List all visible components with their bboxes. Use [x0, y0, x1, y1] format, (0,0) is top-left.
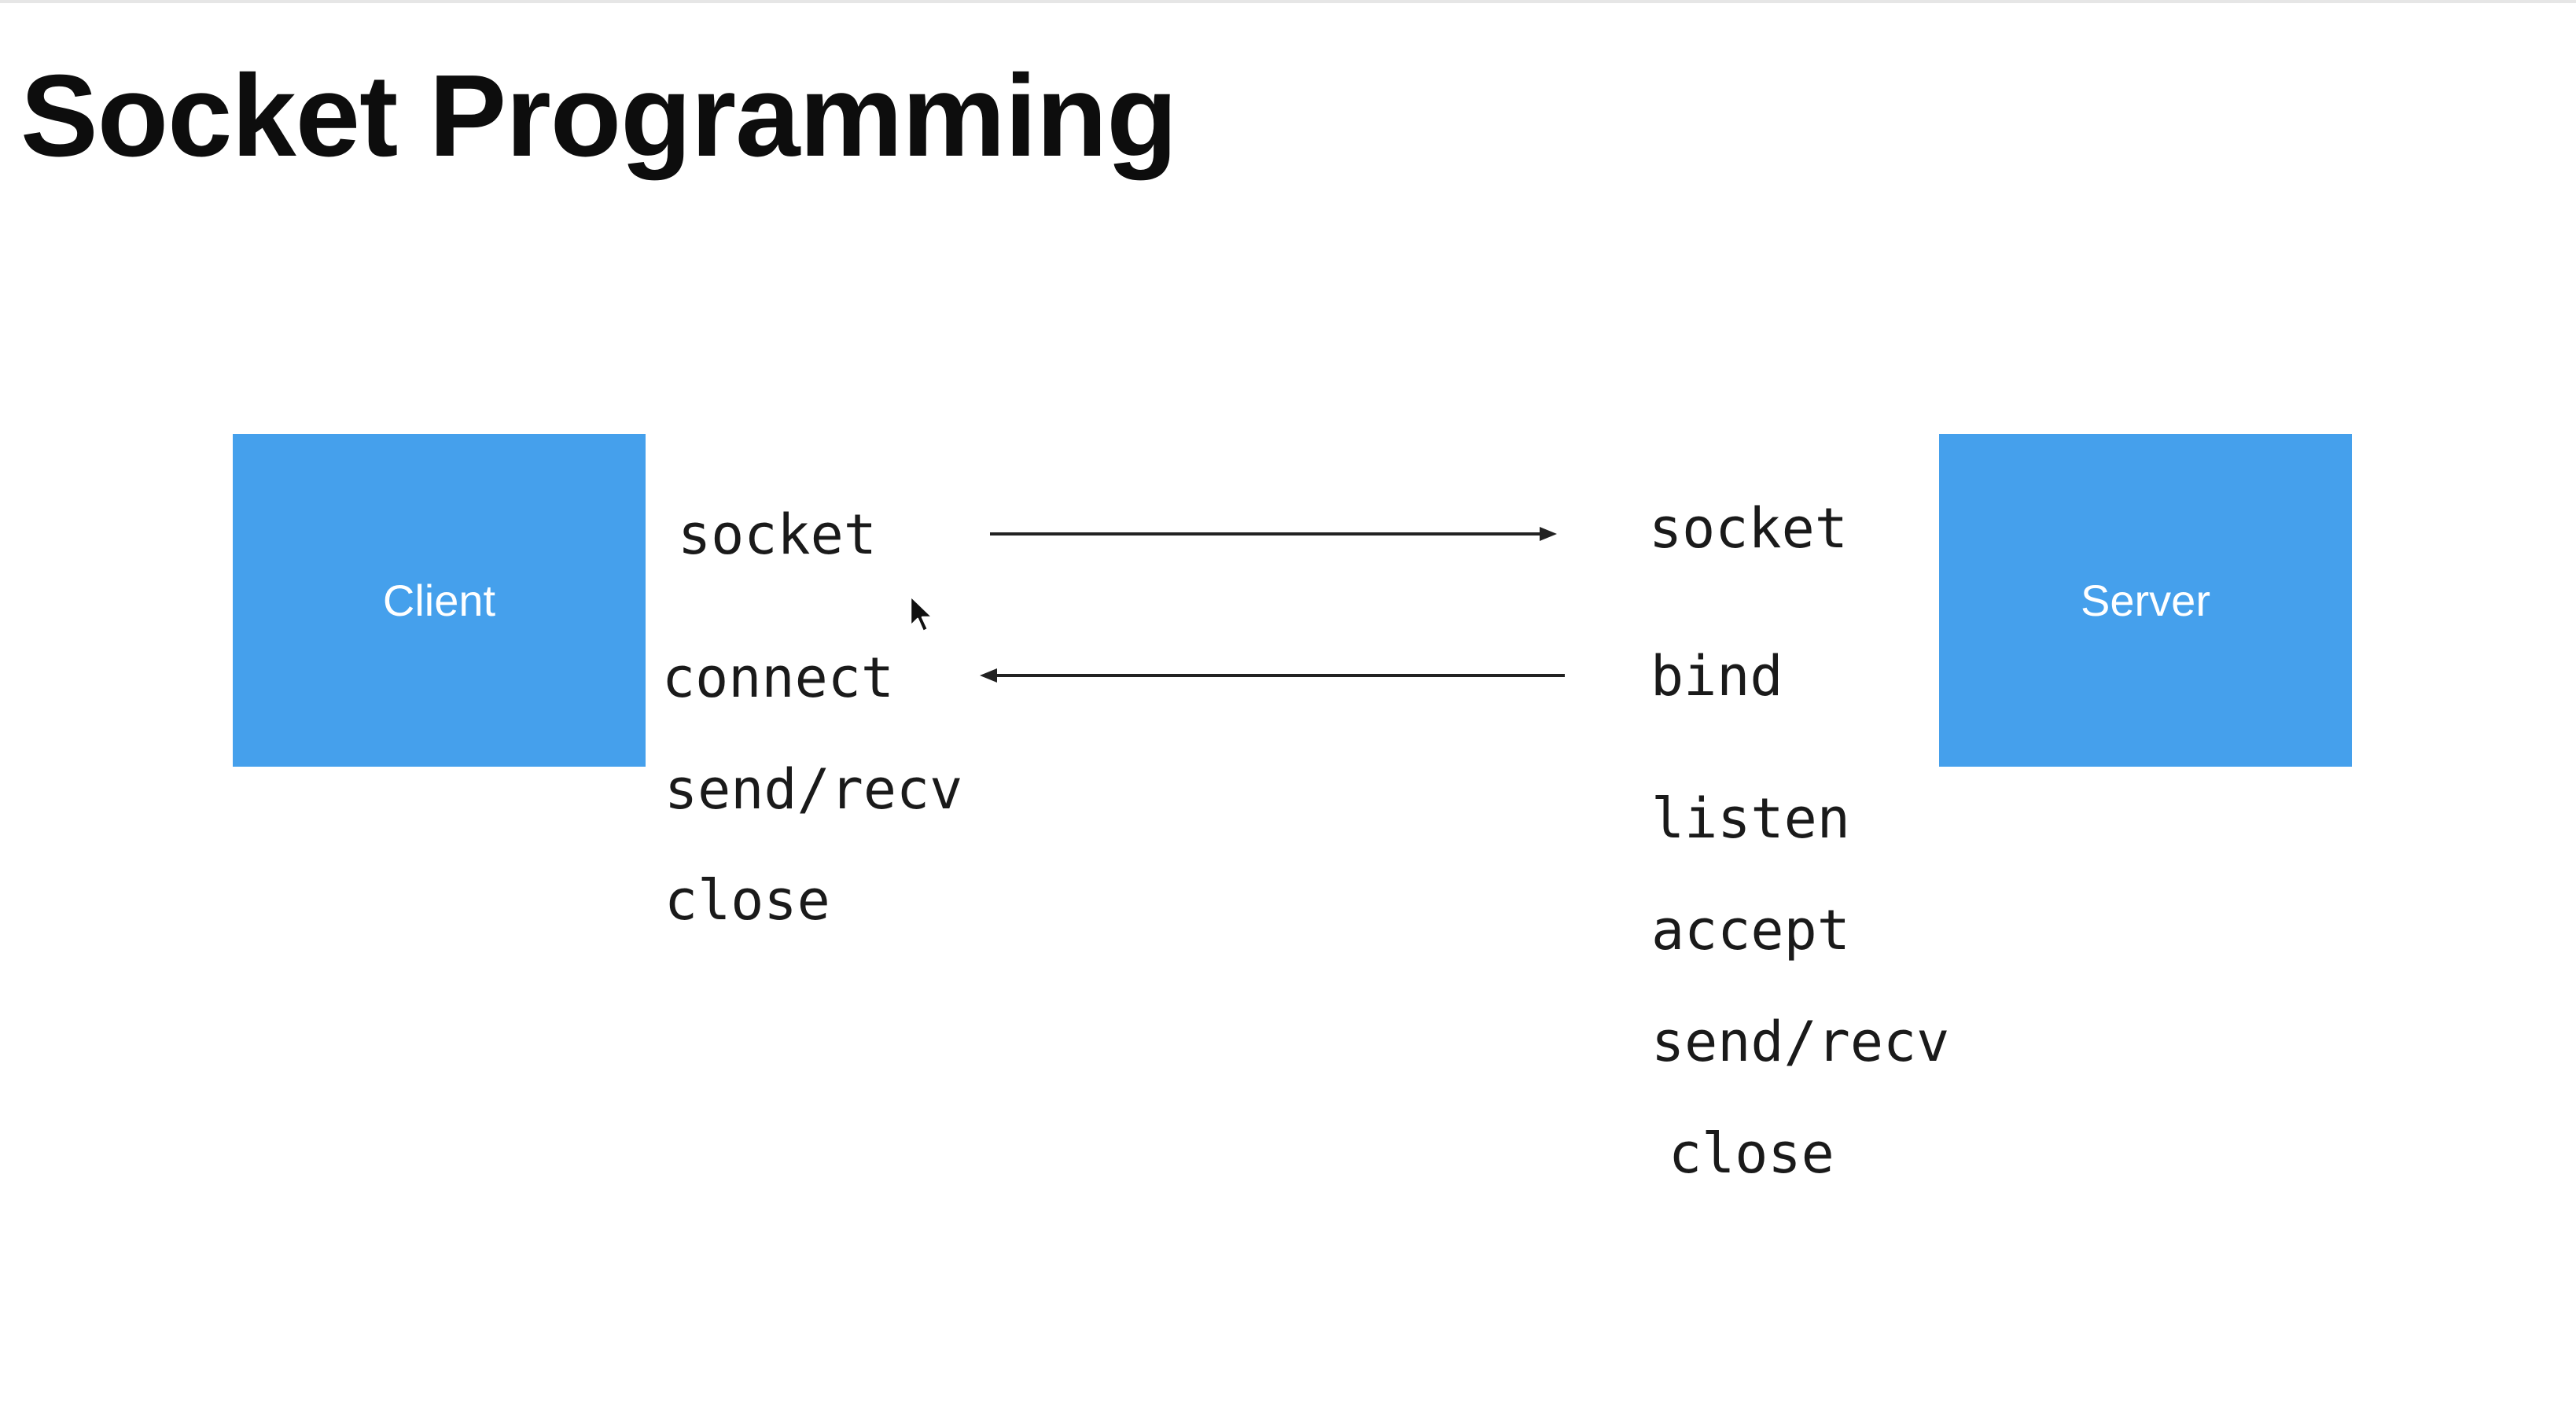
server-step-socket: socket [1649, 496, 1848, 561]
client-box: Client [233, 434, 646, 767]
server-label: Server [2081, 576, 2210, 625]
server-step-close: close [1669, 1121, 1834, 1186]
slide-title: Socket Programming [20, 51, 1178, 181]
client-step-connect: connect [662, 646, 895, 710]
client-step-send-recv: send/recv [664, 757, 963, 822]
top-border [0, 0, 2576, 3]
client-label: Client [382, 576, 496, 625]
arrow-client-to-server [990, 527, 1557, 541]
client-step-socket: socket [678, 502, 877, 567]
arrow-server-to-client [980, 668, 1565, 683]
mouse-pointer-icon [909, 594, 934, 633]
server-step-accept: accept [1651, 898, 1850, 962]
server-box: Server [1939, 434, 2352, 767]
server-step-send-recv: send/recv [1651, 1010, 1950, 1074]
server-step-bind: bind [1650, 644, 1783, 708]
server-step-listen: listen [1651, 786, 1850, 851]
client-step-close: close [664, 868, 830, 933]
